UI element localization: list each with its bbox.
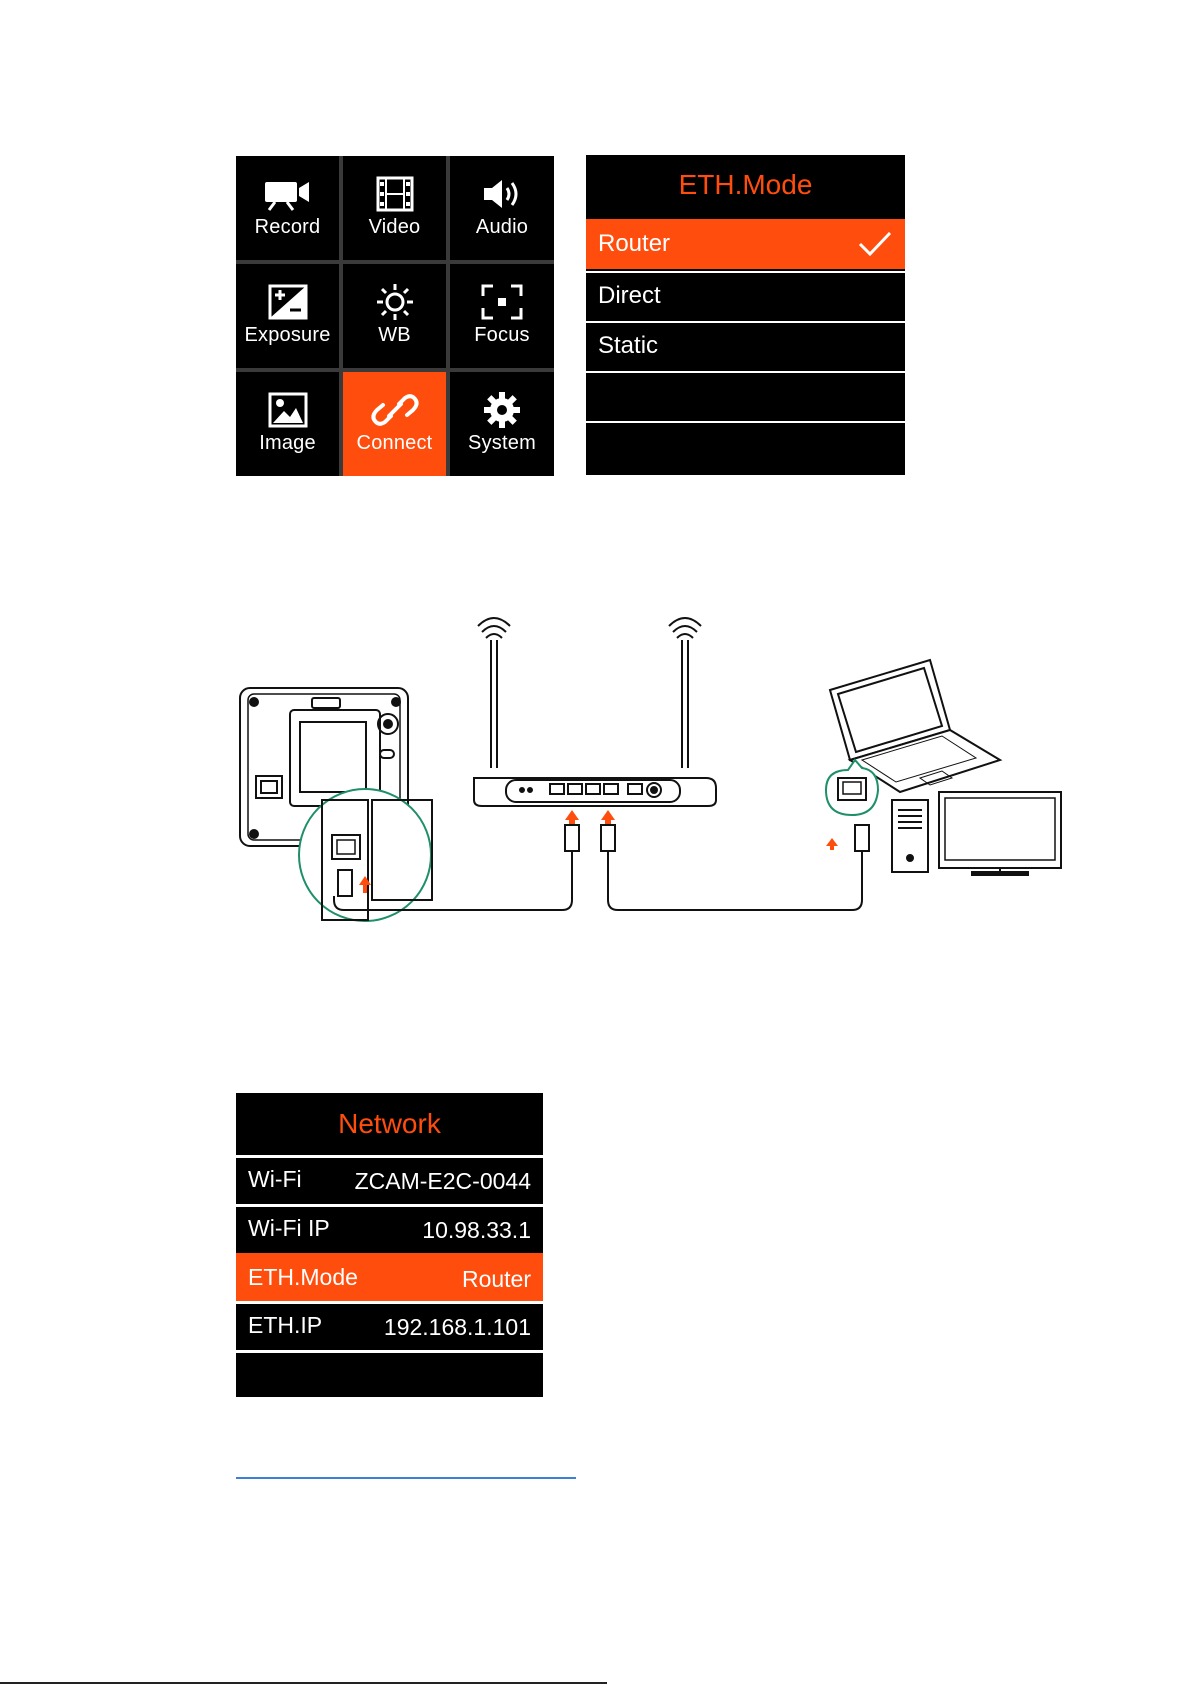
row-label: ETH.Mode — [248, 1264, 358, 1291]
menu-tile-wb[interactable]: WB — [343, 264, 446, 368]
option-label: Router — [598, 230, 670, 258]
menu-tile-label: Connect — [357, 432, 433, 455]
connection-diagram — [230, 610, 1090, 990]
menu-tile-label: Video — [369, 216, 421, 239]
video-camera-icon — [263, 174, 313, 214]
wifi-signal-icon — [478, 618, 701, 638]
menu-tile-audio[interactable]: Audio — [450, 156, 554, 260]
row-value: Router — [462, 1266, 531, 1293]
option-label: Direct — [598, 282, 661, 310]
menu-tile-label: System — [468, 432, 536, 455]
eth-mode-option-direct[interactable]: Direct — [586, 271, 905, 321]
menu-tile-label: Record — [255, 216, 321, 239]
menu-tile-label: Focus — [474, 324, 529, 347]
link-icon — [371, 390, 419, 430]
network-row-wifi[interactable]: Wi-Fi ZCAM-E2C-0044 — [236, 1155, 543, 1201]
menu-tile-system[interactable]: System — [450, 372, 554, 476]
divider — [0, 1682, 607, 1684]
hyperlink-underline[interactable] — [236, 1477, 576, 1479]
gear-icon — [483, 390, 521, 430]
eth-mode-option-static[interactable]: Static — [586, 321, 905, 371]
eth-mode-option-router[interactable]: Router — [586, 219, 905, 269]
main-menu-grid: Record Video Audio Exposure WB Focus — [236, 156, 554, 476]
menu-tile-connect[interactable]: Connect — [343, 372, 446, 476]
network-row-eth-mode[interactable]: ETH.Mode Router — [236, 1253, 543, 1302]
speaker-icon — [480, 174, 524, 214]
network-row-eth-ip[interactable]: ETH.IP 192.168.1.101 — [236, 1301, 543, 1347]
row-label: Wi-Fi IP — [248, 1215, 330, 1242]
menu-tile-label: Image — [259, 432, 316, 455]
menu-tile-focus[interactable]: Focus — [450, 264, 554, 368]
eth-mode-title: ETH.Mode — [586, 169, 905, 201]
menu-tile-label: Exposure — [244, 324, 330, 347]
exposure-icon — [268, 282, 308, 322]
option-label: Static — [598, 332, 658, 360]
desktop-pc-illustration — [892, 792, 1061, 875]
eth-mode-option-empty — [586, 421, 905, 475]
row-label: Wi-Fi — [248, 1166, 302, 1193]
network-row-wifi-ip[interactable]: Wi-Fi IP 10.98.33.1 — [236, 1204, 543, 1250]
network-title: Network — [236, 1108, 543, 1140]
menu-tile-record[interactable]: Record — [236, 156, 339, 260]
row-value: 192.168.1.101 — [384, 1314, 531, 1341]
film-icon — [375, 174, 415, 214]
row-value: 10.98.33.1 — [422, 1217, 531, 1244]
router-illustration — [474, 640, 716, 806]
row-value: ZCAM-E2C-0044 — [355, 1168, 531, 1195]
eth-mode-option-empty — [586, 371, 905, 421]
menu-tile-video[interactable]: Video — [343, 156, 446, 260]
menu-tile-label: Audio — [476, 216, 528, 239]
ethernet-port-zoom — [299, 789, 432, 921]
network-menu: Network Wi-Fi ZCAM-E2C-0044 Wi-Fi IP 10.… — [236, 1093, 543, 1397]
sun-icon — [376, 282, 414, 322]
checkmark-icon — [857, 229, 893, 266]
eth-mode-menu: ETH.Mode Router Direct Static — [586, 155, 905, 475]
menu-tile-exposure[interactable]: Exposure — [236, 264, 339, 368]
image-icon — [268, 390, 308, 430]
focus-icon — [481, 282, 523, 322]
network-row-empty — [236, 1350, 543, 1397]
menu-tile-image[interactable]: Image — [236, 372, 339, 476]
menu-tile-label: WB — [378, 324, 411, 347]
row-label: ETH.IP — [248, 1312, 322, 1339]
